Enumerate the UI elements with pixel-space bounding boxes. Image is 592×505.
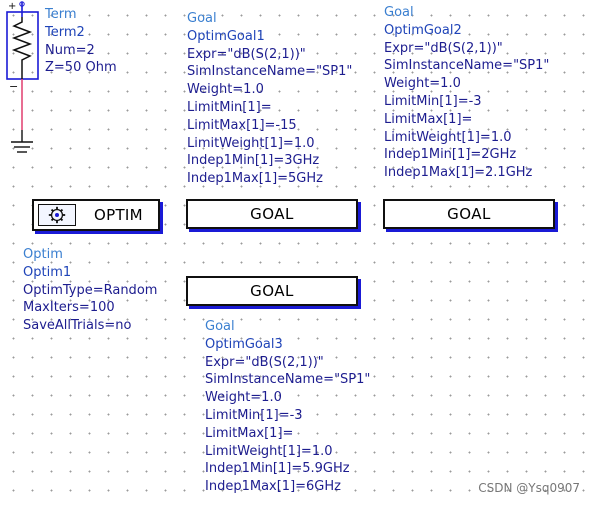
goal3-param: LimitMin[1]=-3 [205, 407, 303, 423]
goal3-box-label: GOAL [250, 282, 294, 300]
goal1-param: LimitMin[1]= [187, 99, 272, 115]
optim-name-label: Optim1 [23, 264, 72, 280]
goal2-param: SimInstanceName="SP1" [384, 58, 550, 74]
goal1-param: Indep1Max[1]=5GHz [187, 171, 323, 187]
optim-kind-label: Optim [23, 247, 63, 262]
optim-component[interactable]: OPTIM [32, 199, 160, 231]
goal3-param: LimitWeight[1]=1.0 [205, 443, 333, 459]
goal1-param: LimitMax[1]=-15 [187, 117, 297, 133]
svg-text:+: + [8, 1, 16, 12]
optimizer-gear-icon [38, 204, 76, 226]
optim-param: OptimType=Random [23, 282, 158, 298]
term-name-label: Term2 [45, 24, 85, 40]
svg-text:−: − [9, 80, 18, 93]
goal2-component[interactable]: GOAL [383, 199, 555, 229]
goal2-param: LimitMin[1]=-3 [384, 93, 482, 109]
goal2-param: Weight=1.0 [384, 76, 461, 92]
goal3-param: SimInstanceName="SP1" [205, 372, 371, 388]
goal2-param: Indep1Max[1]=2.1GHz [384, 165, 533, 181]
goal1-param: SimInstanceName="SP1" [187, 64, 353, 80]
optim-params[interactable]: Optim Optim1 OptimType=Random MaxIters=1… [23, 246, 157, 335]
goal1-box-label: GOAL [250, 205, 294, 223]
goal1-kind-label: Goal [187, 11, 217, 26]
watermark: CSDN @Ysq0907 [478, 481, 580, 495]
goal3-param: Indep1Min[1]=5.9GHz [205, 461, 350, 477]
term-symbol[interactable]: + − [0, 0, 50, 160]
goal3-param: Indep1Max[1]=6GHz [205, 479, 341, 495]
goal1-name-label: OptimGoal1 [187, 28, 265, 44]
goal2-param: Expr="dB(S(2,1))" [384, 40, 503, 56]
goal3-kind-label: Goal [205, 319, 235, 334]
goal2-params[interactable]: Goal OptimGoal2 Expr="dB(S(2,1))" SimIns… [384, 4, 549, 182]
goal1-params[interactable]: Goal OptimGoal1 Expr="dB(S(2,1))" SimIns… [187, 10, 352, 188]
optim-param: MaxIters=100 [23, 300, 115, 316]
goal2-param: Indep1Min[1]=2GHz [384, 147, 517, 163]
goal2-name-label: OptimGoal2 [384, 22, 462, 38]
goal2-box-label: GOAL [447, 205, 491, 223]
ground-icon [11, 130, 33, 153]
goal3-param: Weight=1.0 [205, 390, 282, 406]
term-params[interactable]: Term Term2 Num=2 Z=50 Ohm [45, 6, 117, 77]
goal2-param: LimitWeight[1]=1.0 [384, 129, 512, 145]
goal1-param: LimitWeight[1]=1.0 [187, 135, 315, 151]
goal1-param: Expr="dB(S(2,1))" [187, 46, 306, 62]
goal2-param: LimitMax[1]= [384, 111, 473, 127]
goal1-param: Indep1Min[1]=3GHz [187, 153, 320, 169]
term-kind-label: Term [45, 7, 77, 22]
goal3-param: LimitMax[1]= [205, 425, 294, 441]
goal2-kind-label: Goal [384, 5, 414, 20]
goal1-component[interactable]: GOAL [186, 199, 358, 229]
goal3-name-label: OptimGoal3 [205, 336, 283, 352]
term-param: Z=50 Ohm [45, 60, 117, 76]
goal3-param: Expr="dB(S(2,1))" [205, 354, 324, 370]
term-param: Num=2 [45, 42, 95, 58]
optim-box-label: OPTIM [94, 206, 143, 224]
goal3-component[interactable]: GOAL [186, 276, 358, 306]
optim-param: SaveAllTrials=no [23, 318, 132, 334]
goal1-param: Weight=1.0 [187, 82, 264, 98]
goal3-params[interactable]: Goal OptimGoal3 Expr="dB(S(2,1))" SimIns… [205, 318, 370, 496]
